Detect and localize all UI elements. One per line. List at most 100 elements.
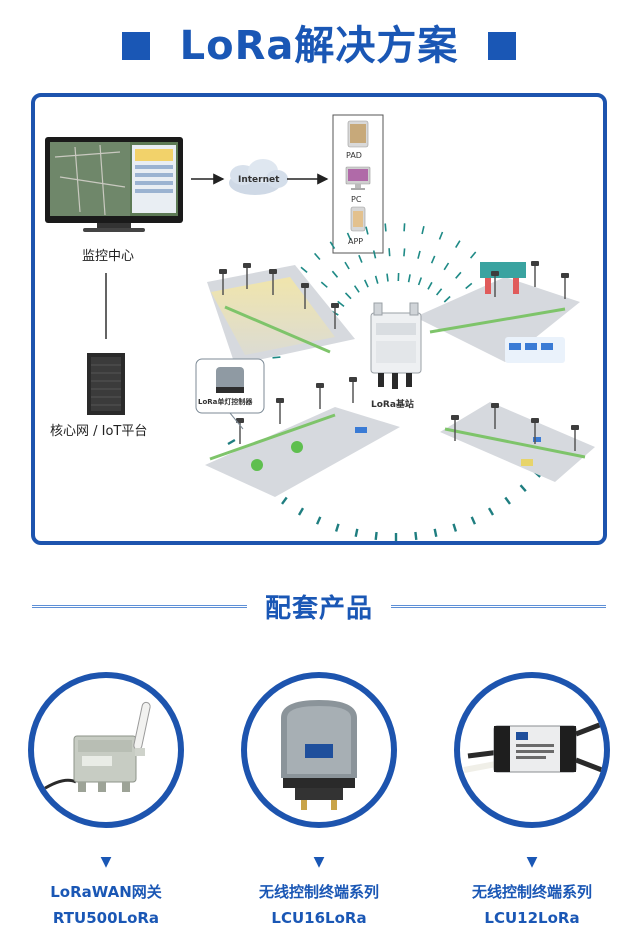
- product-model-lcu12: LCU12LoRa: [484, 909, 580, 927]
- signal-dash: [455, 240, 461, 249]
- signal-dash: [329, 241, 336, 250]
- lamp-controller-icon: [281, 700, 357, 810]
- device-label-pad: PAD: [346, 151, 362, 160]
- streetlamp-icon: [531, 418, 539, 444]
- signal-dash: [363, 279, 369, 288]
- internet-cloud-icon: [229, 159, 288, 195]
- signal-dash: [519, 484, 527, 492]
- base-station-label: LoRa基站: [371, 400, 414, 410]
- streetlamp-icon: [301, 283, 309, 309]
- signal-dash: [427, 281, 433, 290]
- streetlamp-icon: [491, 403, 499, 429]
- streetlamp-icon: [269, 269, 277, 295]
- tablet-icon: [347, 120, 369, 148]
- road-bottom-left: [205, 407, 400, 497]
- signal-dash: [344, 292, 352, 300]
- streetlamp-icon: [331, 303, 339, 329]
- server-rack-icon: [87, 353, 125, 415]
- product-image-lcu16: [241, 672, 397, 828]
- signal-dash: [384, 223, 387, 232]
- signal-dash: [354, 528, 359, 538]
- signal-dash: [344, 261, 350, 270]
- signal-dash: [331, 270, 339, 278]
- controller-label: LoRa单灯控制器: [198, 398, 253, 406]
- signal-dash: [403, 248, 406, 257]
- streetlamp-icon: [276, 398, 284, 424]
- signal-dash: [334, 523, 340, 532]
- signal-dash: [407, 274, 411, 283]
- product-name-gateway: LoRaWAN网关: [50, 883, 162, 901]
- control-module-icon: [463, 721, 603, 773]
- diagram-graphics: [45, 114, 595, 541]
- signal-dash: [227, 438, 236, 446]
- product-name-lcu12: 无线控制终端系列: [471, 883, 592, 901]
- section-products-title: 配套产品: [264, 593, 373, 624]
- signal-dash: [353, 285, 360, 293]
- phone-icon: [350, 206, 366, 232]
- lora-base-station-icon: [370, 302, 422, 389]
- signal-dash: [433, 528, 438, 538]
- streetlamp-icon: [349, 377, 357, 403]
- signal-dash: [403, 223, 406, 232]
- signal-dash: [313, 252, 321, 261]
- lamp-controller-callout: [195, 358, 265, 430]
- signal-dash: [421, 226, 425, 235]
- product-card-lcu12[interactable]: ▼ 无线控制终端系列 LCU12LoRa: [442, 672, 622, 928]
- page-title: LoRa解决方案: [179, 23, 459, 69]
- road-top-right: [415, 262, 580, 363]
- signal-dash: [443, 262, 450, 271]
- signal-dash: [504, 496, 511, 505]
- signal-dash: [281, 496, 288, 505]
- signal-dash: [372, 250, 377, 259]
- page-header: LoRa解决方案: [0, 18, 638, 74]
- signal-dash: [414, 531, 418, 541]
- section-divider-right: [391, 604, 606, 608]
- title-right-square: [488, 32, 517, 60]
- signal-dash: [455, 271, 462, 279]
- signal-dash: [487, 507, 495, 516]
- monitor-icon: [45, 137, 183, 232]
- desktop-icon: [345, 166, 371, 190]
- title-left-square: [121, 32, 150, 60]
- signal-dash: [430, 255, 436, 264]
- product-card-lcu16[interactable]: ▼ 无线控制终端系列 LCU16LoRa: [229, 672, 409, 928]
- signal-dash: [435, 288, 443, 296]
- section-divider-left: [31, 604, 247, 608]
- signal-dash: [386, 273, 389, 282]
- streetlamp-icon: [571, 425, 579, 451]
- signal-dash: [337, 300, 345, 308]
- signal-dash: [320, 281, 328, 288]
- signal-dash: [346, 232, 352, 241]
- signal-dash: [470, 516, 476, 525]
- product-model-gateway: RTU500LoRa: [52, 909, 160, 927]
- streetlamp-icon: [243, 263, 251, 289]
- signal-dash: [365, 226, 369, 235]
- signal-dash: [374, 531, 378, 541]
- signal-dash: [469, 251, 477, 259]
- chevron-down-icon: ▼: [526, 854, 538, 870]
- signal-dash: [297, 507, 305, 516]
- signal-dash: [417, 250, 421, 259]
- product-card-gateway[interactable]: ▼ LoRaWAN网关 RTU500LoRa: [16, 672, 196, 928]
- device-label-pc: PC: [351, 195, 362, 204]
- signal-dash: [438, 231, 444, 240]
- road-bottom-right: [440, 402, 595, 482]
- chevron-down-icon: ▼: [100, 854, 112, 870]
- chevron-down-icon: ▼: [313, 854, 325, 870]
- gateway-icon: [41, 701, 151, 792]
- device-label-app: APP: [348, 237, 364, 246]
- streetlamp-icon: [316, 383, 324, 409]
- signal-dash: [452, 523, 458, 532]
- signal-dash: [417, 277, 423, 286]
- product-image-gateway: [28, 672, 184, 828]
- product-name-lcu16: 无线控制终端系列: [258, 883, 379, 901]
- signal-dash: [316, 516, 322, 525]
- monitor-label: 监控中心: [82, 249, 135, 264]
- signal-dash: [374, 275, 379, 284]
- section-products-header: 配套产品: [0, 586, 638, 626]
- signal-dash: [388, 248, 391, 257]
- signal-dash: [358, 254, 363, 263]
- lora-solution-diagram: 监控中心 Internet PAD PC APP 核心网 / IoT平台 LoR…: [31, 93, 607, 545]
- signal-dash: [465, 282, 473, 290]
- product-image-lcu12: [454, 672, 610, 828]
